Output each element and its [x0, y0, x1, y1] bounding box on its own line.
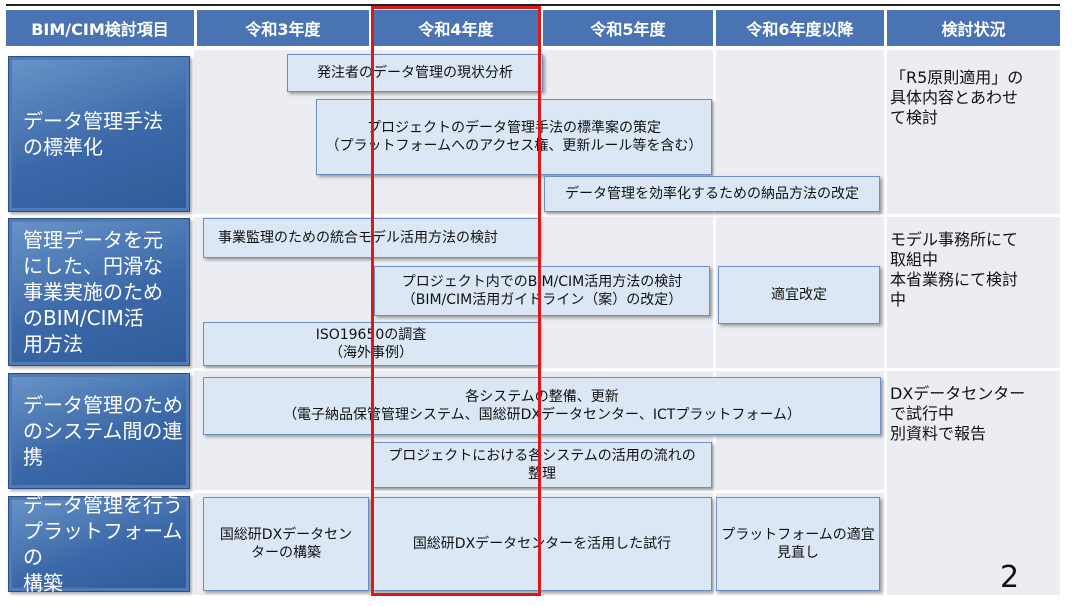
category-line: データ管理のため [23, 393, 183, 417]
status-row-3: DXデータセンター で試行中 別資料で報告 [890, 384, 1026, 443]
category-line: のBIM/CIM活 [23, 306, 144, 330]
task-line: （電子納品保管管理システム、国総研DXデータセンター、ICTプラットフォーム） [283, 407, 801, 423]
task-line: 適宜改定 [771, 287, 827, 303]
task-line: データ管理を効率化するための納品方法の改定 [565, 186, 859, 202]
task-line: ISO19650の調査 [315, 327, 427, 343]
task-line: ターの構築 [251, 545, 321, 561]
task-line: （海外事例） [329, 345, 413, 361]
category-line: 用方法 [23, 332, 83, 356]
row-separator [194, 490, 886, 493]
header-status: 検討状況 [887, 10, 1060, 46]
header-fy2024-later: 令和6年度以降 [716, 10, 884, 46]
task-line: プラットフォームの適宜 [721, 527, 875, 543]
task-line: 各システムの整備、更新 [465, 389, 619, 405]
category-line: 管理データを元 [23, 228, 163, 252]
category-line: 事業実施のため [23, 280, 163, 304]
category-line: 構築 [23, 571, 63, 595]
category-line: 携 [23, 445, 43, 469]
task-line: 発注者のデータ管理の現状分析 [317, 65, 513, 81]
task-line: 整理 [528, 466, 556, 482]
task-iso19650-survey: ISO19650の調査 （海外事例） [203, 322, 539, 366]
task-line: 国総研DXデータセンターを活用した試行 [412, 536, 672, 552]
task-line: （プラットフォームへのアクセス権、更新ルール等を含む） [325, 138, 703, 154]
task-line: 国総研DXデータセン [219, 527, 353, 543]
category-line: にした、円滑な [23, 254, 163, 278]
task-line: （BIM/CIM活用ガイドライン（案）の改定） [401, 292, 683, 308]
header-fy2023: 令和5年度 [543, 10, 713, 46]
column-separator [713, 50, 716, 595]
task-bimcim-guideline-revision: プロジェクト内でのBIM/CIM活用方法の検討 （BIM/CIM活用ガイドライン… [374, 266, 710, 316]
task-current-state-analysis: 発注者のデータ管理の現状分析 [287, 54, 543, 92]
task-line: 見直し [777, 545, 819, 561]
status-column-background [886, 50, 1060, 595]
header-fy2021: 令和3年度 [197, 10, 369, 46]
page-number: 2 [1000, 560, 1020, 595]
task-revise-as-needed: 適宜改定 [718, 266, 880, 324]
task-platform-review: プラットフォームの適宜 見直し [716, 497, 880, 591]
task-system-maintenance: 各システムの整備、更新 （電子納品保管管理システム、国総研DXデータセンター、I… [203, 377, 881, 435]
category-data-management-standardization: データ管理手法 の標準化 [8, 56, 190, 212]
header-fy2022: 令和4年度 [372, 10, 540, 46]
category-line: データ管理を行う [23, 493, 183, 517]
task-line: 事業監理のための統合モデル活用方法の検討 [218, 230, 498, 246]
top-rule [6, 4, 1060, 6]
row-separator [194, 368, 1060, 371]
task-dx-data-center-trial: 国総研DXデータセンターを活用した試行 [372, 497, 712, 591]
task-line: プロジェクト内でのBIM/CIM活用方法の検討 [401, 274, 683, 290]
header-item-column: BIM/CIM検討項目 [6, 10, 194, 46]
category-line: プラットフォームの [23, 519, 183, 569]
category-platform-construction: データ管理を行う プラットフォームの 構築 [8, 493, 190, 595]
status-row-1: 「R5原則適用」の 具体内容とあわせ て検討 [890, 68, 1024, 127]
task-standard-method-formulation: プロジェクトのデータ管理手法の標準案の策定 （プラットフォームへのアクセス権、更… [316, 99, 712, 175]
task-line: プロジェクトにおける各システムの活用の流れの [388, 448, 696, 464]
category-line: のシステム間の連 [23, 419, 183, 443]
row-separator [194, 214, 1060, 217]
task-delivery-method-revision: データ管理を効率化するための納品方法の改定 [544, 176, 880, 212]
category-line: データ管理手法 [23, 109, 163, 133]
status-row-2: モデル事務所にて 取組中 本省業務にて検討 中 [890, 230, 1019, 309]
task-integrated-model-review: 事業監理のための統合モデル活用方法の検討 [203, 218, 539, 258]
task-system-utilization-flow: プロジェクトにおける各システムの活用の流れの 整理 [372, 442, 712, 488]
column-separator [884, 50, 887, 595]
category-line: の標準化 [23, 135, 103, 159]
task-line: プロジェクトのデータ管理手法の標準案の策定 [367, 120, 661, 136]
category-bimcim-utilization: 管理データを元 にした、円滑な 事業実施のため のBIM/CIM活 用方法 [8, 218, 190, 366]
category-system-integration: データ管理のため のシステム間の連 携 [8, 373, 190, 489]
task-dx-data-center-construction: 国総研DXデータセン ターの構築 [203, 497, 369, 591]
